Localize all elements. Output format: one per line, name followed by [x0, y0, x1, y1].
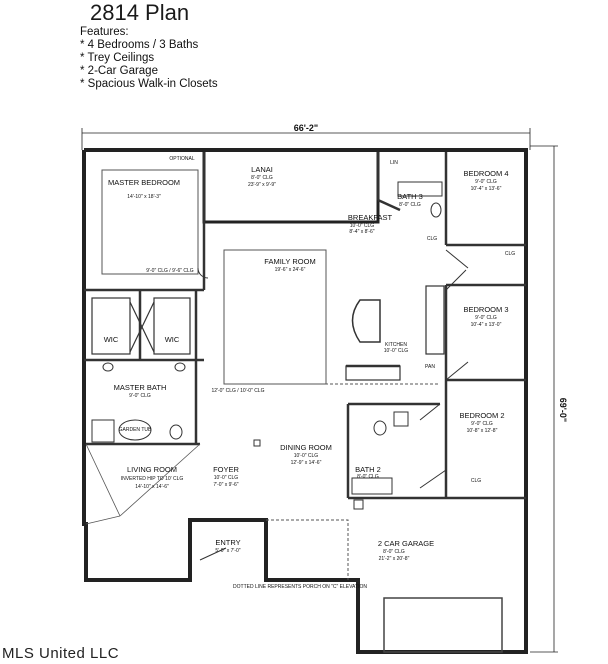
lanai-label: LANAI [251, 165, 273, 174]
master-bath-clg: 9'-0" CLG [129, 393, 151, 399]
door-swings [197, 249, 469, 561]
foyer-size: 7'-0" x 9'-6" [213, 482, 238, 488]
dining-room-label: DINING ROOM [280, 443, 332, 452]
living-room-size: 14'-10" x 14'-6" [135, 484, 169, 490]
column-marker [353, 499, 364, 510]
bath3-label: BATH 3 [397, 192, 423, 201]
bath2-clg: 8'-0" CLG [357, 474, 379, 480]
living-room-label: LIVING ROOM [127, 465, 177, 474]
bedroom4-clg: 9'-0" CLG [475, 179, 497, 185]
family-room-clg: 12'-0" CLG / 10'-0" CLG [212, 388, 265, 394]
master-bedroom-note: 9'-0" CLG / 9'-6" CLG [146, 268, 194, 274]
living-room-hip-lines [85, 443, 201, 525]
garage-door [383, 597, 503, 653]
clg-label: CLG [471, 478, 481, 484]
breakfast-clg: 10'-0" CLG [350, 223, 375, 229]
garage-label: 2 CAR GARAGE [378, 539, 434, 548]
bath2-label: BATH 2 [355, 465, 381, 474]
bedroom2-clg: 9'-0" CLG [471, 421, 493, 427]
bath-fixtures [91, 181, 443, 495]
depth-dimension-line [530, 145, 558, 653]
garage-size: 21'-2" x 20'-8" [379, 556, 410, 562]
watermark: MLS United LLC [2, 645, 120, 662]
garage-clg: 8'-0" CLG [383, 549, 405, 555]
feature-item: * Spacious Walk-in Closets [80, 78, 218, 90]
pan-label: PAN [425, 364, 435, 370]
clg-label: CLG [505, 251, 515, 257]
wic-label: WIC [104, 335, 119, 344]
kitchen-label: KITCHEN [385, 342, 407, 348]
depth-dimension: 69'-0" [558, 398, 568, 422]
feature-item: * 4 Bedrooms / 3 Baths [80, 39, 199, 51]
bedroom3-label: BEDROOM 3 [463, 305, 508, 314]
interior-walls [84, 152, 526, 500]
foyer-label: FOYER [213, 465, 239, 474]
feature-item: * Trey Ceilings [80, 52, 155, 64]
garden-tub-label: GARDEN TUB [119, 427, 152, 433]
master-bath-label: MASTER BATH [114, 383, 167, 392]
lanai-clg: 8'-0" CLG [251, 175, 273, 181]
entry-size: 5'-0" x 7'-0" [215, 548, 240, 554]
plan-title: 2814 Plan [90, 0, 190, 25]
kitchen-counter [345, 285, 445, 381]
lin-label: LIN [390, 160, 398, 166]
bedroom3-size: 10'-4" x 13'-0" [471, 322, 502, 328]
lanai-size: 23'-9" x 9'-9" [248, 182, 276, 188]
walk-in-closets [91, 297, 191, 355]
breakfast-size: 8'-4" x 8'-6" [349, 229, 374, 235]
master-bedroom-label: MASTER BEDROOM [108, 178, 180, 187]
exterior-walls [82, 148, 528, 654]
kitchen-clg: 10'-0" CLG [384, 348, 409, 354]
bedroom2-size: 10'-8" x 12'-8" [467, 428, 498, 434]
kitchen-island [351, 299, 381, 343]
master-bedroom-tray-ceiling [101, 169, 199, 275]
breakfast-label: BREAKFAST [348, 213, 393, 222]
dining-room-size: 12'-9" x 14'-6" [291, 460, 322, 466]
living-room-note: INVERTED HIP TO 10' CLG [121, 476, 184, 482]
clg-label: CLG [427, 236, 437, 242]
features-list: Features: * 4 Bedrooms / 3 Baths * Trey … [80, 26, 218, 91]
dining-room-clg: 10'-0" CLG [294, 453, 319, 459]
porch-note: DOTTED LINE REPRESENTS PORCH ON "C" ELEV… [233, 584, 367, 590]
foyer-clg: 10'-0" CLG [214, 475, 239, 481]
master-bedroom-size: 14'-10" x 18'-3" [127, 194, 161, 200]
column-marker [253, 439, 261, 447]
family-room-label: FAMILY ROOM [264, 257, 315, 266]
entry-label: ENTRY [215, 538, 240, 547]
feature-item: * 2-Car Garage [80, 65, 158, 77]
bedroom3-clg: 9'-0" CLG [475, 315, 497, 321]
optional-label: OPTIONAL [169, 156, 195, 162]
width-dimension: 66'-2" [294, 123, 318, 133]
features-heading: Features: [80, 26, 129, 38]
family-room-tray-ceiling [223, 249, 327, 385]
bedroom4-label: BEDROOM 4 [463, 169, 508, 178]
bedroom2-label: BEDROOM 2 [459, 411, 504, 420]
lanai-outline [202, 152, 380, 224]
family-room-size: 19'-6" x 24'-6" [275, 267, 306, 273]
bedroom4-size: 10'-4" x 13'-6" [471, 186, 502, 192]
wic-label: WIC [165, 335, 180, 344]
bath3-clg: 8'-0" CLG [399, 202, 421, 208]
porch-dotted-line [266, 519, 349, 580]
